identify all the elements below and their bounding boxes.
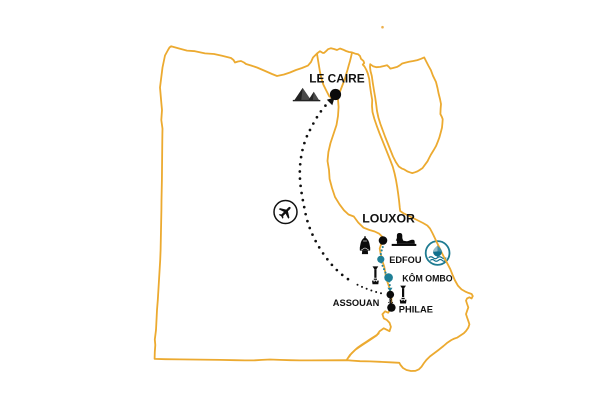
svg-text:LOUXOR: LOUXOR bbox=[362, 212, 415, 226]
svg-text:LE CAIRE: LE CAIRE bbox=[309, 72, 365, 86]
svg-text:EDFOU: EDFOU bbox=[389, 255, 422, 265]
svg-text:PHILAE: PHILAE bbox=[399, 304, 433, 314]
svg-text:ASSOUAN: ASSOUAN bbox=[333, 298, 380, 308]
svg-text:KÔM OMBO: KÔM OMBO bbox=[402, 272, 452, 283]
